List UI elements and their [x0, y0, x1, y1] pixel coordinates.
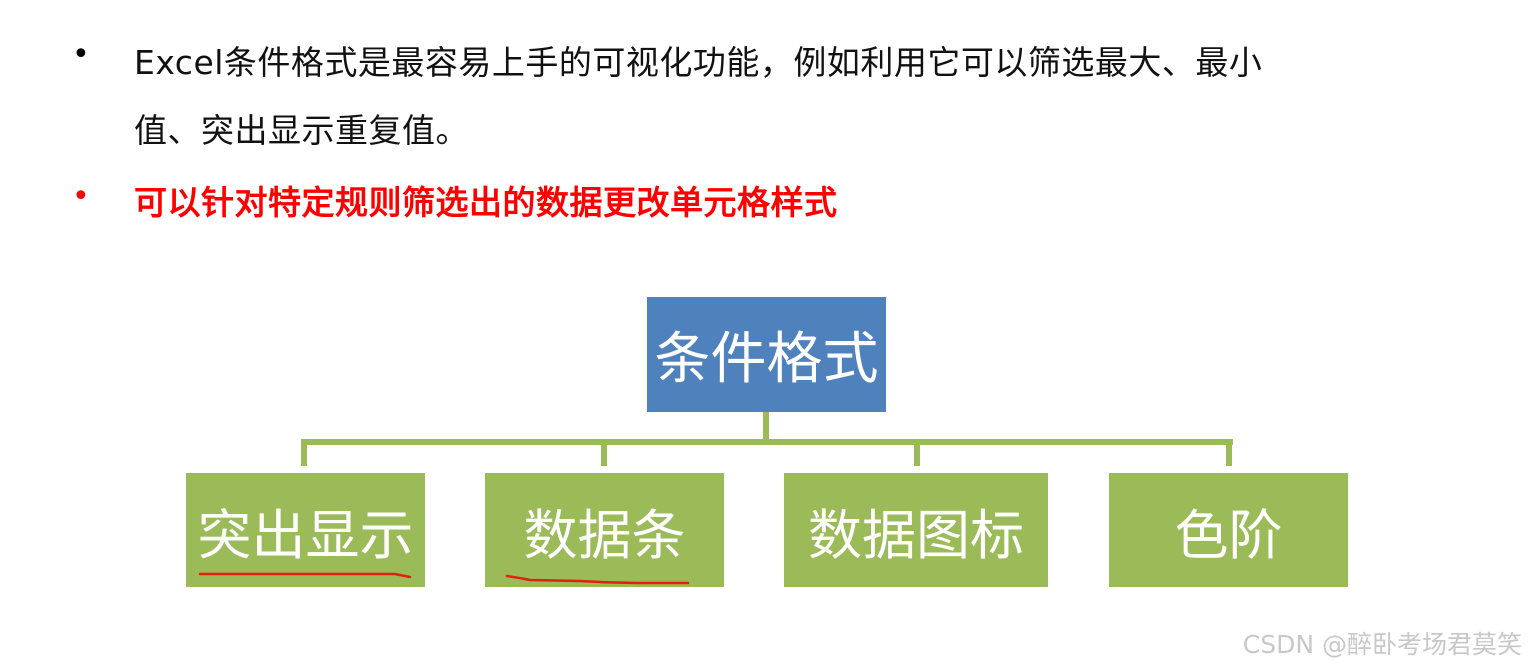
bullet-1-line-1: Excel条件格式是最容易上手的可视化功能，例如利用它可以筛选最大、最小 [134, 43, 1263, 82]
bullet-1-line-2: 值、突出显示重复值。 [134, 111, 469, 150]
child-node-label: 突出显示 [197, 503, 414, 567]
connector-bus [301, 439, 1233, 445]
bullet-dot-1: • [72, 37, 90, 72]
connector-trunk [763, 412, 769, 443]
watermark: CSDN @醉卧考场君莫笑 [1242, 630, 1522, 659]
connector-drop-2 [601, 439, 607, 466]
bullet-dot-2: • [72, 179, 90, 214]
connector-drop-1 [301, 439, 307, 466]
child-node-label: 数据图标 [808, 503, 1024, 567]
connector-drop-4 [1226, 439, 1232, 466]
bullet-2-text: 可以针对特定规则筛选出的数据更改单元格样式 [134, 183, 838, 222]
child-node-icon-sets: 数据图标 [784, 473, 1048, 587]
root-node-label: 条件格式 [654, 327, 879, 392]
child-node-highlight: 突出显示 [186, 473, 425, 587]
connector-drop-3 [914, 439, 920, 466]
child-node-label: 数据条 [523, 503, 686, 567]
child-node-label: 色阶 [1174, 503, 1283, 567]
root-node: 条件格式 [647, 297, 886, 412]
child-node-color-scales: 色阶 [1109, 473, 1348, 587]
child-node-data-bars: 数据条 [485, 473, 724, 587]
